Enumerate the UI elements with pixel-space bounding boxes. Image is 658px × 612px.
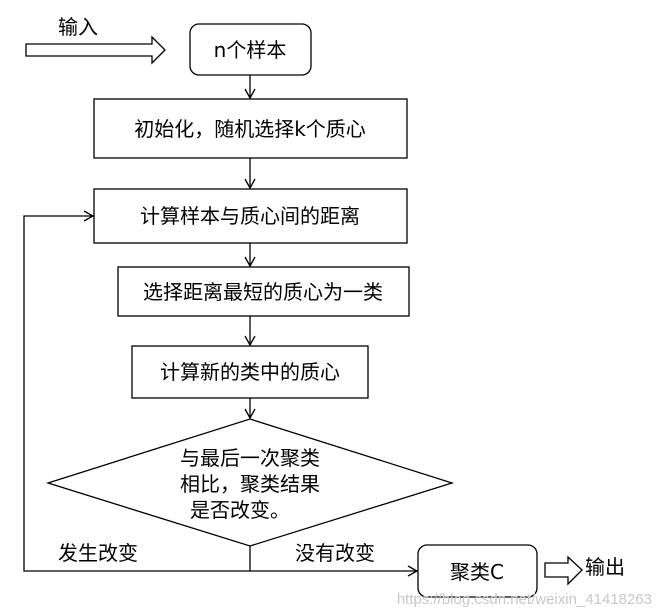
init-step-box	[93, 98, 408, 159]
output-label: 输出	[585, 555, 625, 579]
decision-line-2: 相比，聚类结果	[180, 472, 320, 496]
distance-step-label: 计算样本与质心间的距离	[140, 204, 360, 228]
branch-unchanged-label: 没有改变	[295, 541, 375, 565]
watermark: https://blog.csdn.net/weixin_41418263	[397, 591, 652, 608]
update-step-box	[131, 345, 369, 399]
assign-step-box	[117, 266, 410, 317]
loop-back-connector	[23, 210, 251, 572]
update-step-label: 计算新的类中的质心	[160, 360, 340, 384]
input-arrow-icon	[25, 35, 166, 65]
decision-line-1: 与最后一次聚类	[180, 446, 320, 470]
end-node	[417, 544, 538, 598]
end-node-label: 聚类C	[450, 560, 504, 584]
start-node-label: n个样本	[214, 38, 287, 62]
decision-line-3: 是否改变。	[190, 498, 290, 522]
input-label: 输入	[58, 15, 98, 39]
init-step-label: 初始化，随机选择k个质心	[134, 117, 366, 141]
output-arrow-icon	[544, 555, 583, 586]
assign-step-label: 选择距离最短的质心为一类	[143, 280, 383, 304]
branch-changed-label: 发生改变	[58, 541, 138, 565]
